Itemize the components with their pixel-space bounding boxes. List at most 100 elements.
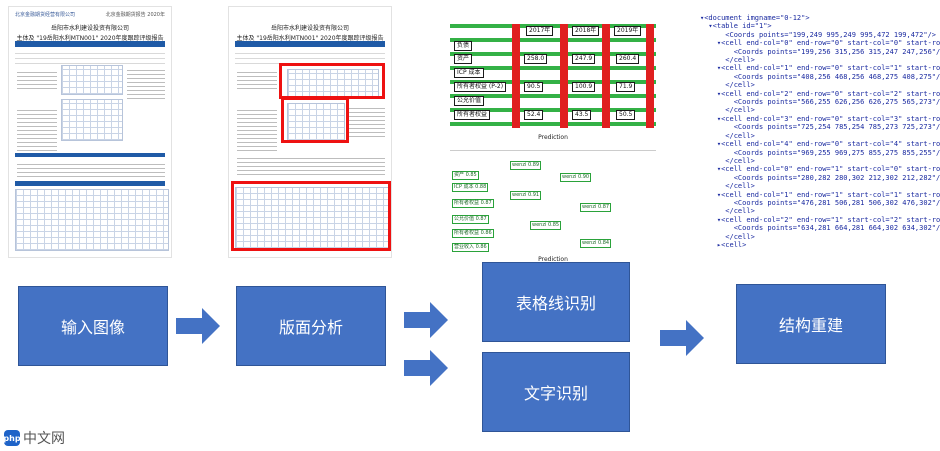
tl-cell: 所有者权益 (P-2) <box>454 82 507 92</box>
code-line: ▾<cell end-col="1" end-row="0" start-col… <box>700 64 940 73</box>
arrow-layout-to-table-line <box>404 302 448 338</box>
doc-left-text <box>17 69 57 89</box>
tl-cell: 71.9 <box>616 82 636 92</box>
code-line: ▾<cell end-col="1" end-row="1" start-col… <box>700 190 940 199</box>
tl-cell: 247.9 <box>572 54 596 64</box>
text-det-box: 营业收入 0.86 <box>452 243 489 252</box>
doc2-summary-rows <box>235 49 385 64</box>
code-line: </cell> <box>700 106 755 115</box>
code-line: <Coords points="408,256 468,256 468,275 … <box>700 72 940 81</box>
doc-small-table <box>61 65 123 95</box>
code-line: <Coords points="199,256 315,256 315,247 … <box>700 47 940 56</box>
tl-cell: 资产 <box>454 54 473 64</box>
text-det-box: wenzi 0.84 <box>580 239 612 248</box>
tl-cell: 52.4 <box>524 110 544 120</box>
php-logo-icon: php <box>3 430 21 446</box>
doc-summary-rows <box>15 49 165 64</box>
code-line: <Coords points="634,281 664,281 664,302 … <box>700 224 940 233</box>
input-document-thumbnail: 北京金融期货经营有限公司 北京金融期货报告 2020年 岳阳市水利建设投资有限公… <box>8 6 172 258</box>
code-line: ▸<cell> <box>700 240 747 249</box>
doc2-subtitle: 主体及 "19岳阳水利MTN001" 2020年度跟踪评级报告 <box>236 35 384 42</box>
doc-right-text <box>127 69 165 99</box>
tl-cell: 2018年 <box>572 26 600 36</box>
structure-xml-code: ▾<document imgname="0-12"> ▾<table id="1… <box>700 14 940 249</box>
text-det-box: wenzi 0.85 <box>530 221 562 230</box>
code-line: ▾<cell end-col="0" end-row="0" start-col… <box>700 39 940 48</box>
code-line: </cell> <box>700 131 755 140</box>
text-det-box: 所有者权益 0.87 <box>452 199 494 208</box>
code-line: <Coords points="280,282 280,302 212,302 … <box>700 173 940 182</box>
table-line-prediction: 2017年 2018年 2019年 负债 资产 ICP 成本 258.0 247… <box>450 24 656 132</box>
doc2-title: 岳阳市水利建设投资有限公司 <box>270 25 349 32</box>
text-det-box: wenzi 0.90 <box>560 173 592 182</box>
watermark: php 中文网 <box>3 428 65 448</box>
doc2-financial-table <box>235 187 389 249</box>
code-line: <Coords points="969,255 969,275 855,275 … <box>700 148 940 157</box>
doc-band-3 <box>15 181 165 186</box>
highlight-box-bottom <box>231 181 391 251</box>
code-line: <Coords points="566,255 626,256 626,275 … <box>700 98 940 107</box>
flow-box-text-recognition: 文字识别 <box>482 352 630 432</box>
doc-header-right: 北京金融期货报告 2020年 <box>105 12 165 18</box>
table-line-caption: Prediction <box>538 134 568 141</box>
highlight-box-middle <box>281 97 349 143</box>
layout-document-thumbnail: 岳阳市水利建设投资有限公司 主体及 "19岳阳水利MTN001" 2020年度跟… <box>228 6 392 258</box>
code-line: ▾<table id="1"> <box>700 22 772 31</box>
doc2-right-text <box>349 107 385 137</box>
code-line: </cell> <box>700 182 755 191</box>
doc-title: 岳阳市水利建设投资有限公司 <box>50 25 129 32</box>
tl-cell: 100.9 <box>572 82 596 92</box>
code-line: ▾<cell end-col="3" end-row="0" start-col… <box>700 114 940 123</box>
code-line: ▾<cell end-col="2" end-row="0" start-col… <box>700 89 940 98</box>
doc-financial-table <box>15 189 169 251</box>
flow-box-layout-analysis: 版面分析 <box>236 286 386 366</box>
tl-cell: 43.5 <box>572 110 592 120</box>
tl-cell: 2019年 <box>614 26 642 36</box>
text-recognition-caption: Prediction <box>538 256 568 263</box>
arrow-input-to-layout <box>176 308 220 344</box>
code-line: ▾<cell end-col="2" end-row="1" start-col… <box>700 215 940 224</box>
code-line: ▾<cell end-col="0" end-row="1" start-col… <box>700 165 940 174</box>
code-line: <Coords points="725,254 785,254 785,273 … <box>700 123 940 132</box>
code-line: </cell> <box>700 81 755 90</box>
flow-box-input-image: 输入图像 <box>18 286 168 366</box>
doc-header-left: 北京金融期货经营有限公司 <box>15 12 76 18</box>
tl-cell: ICP 成本 <box>454 68 484 78</box>
arrow-layout-to-text <box>404 350 448 386</box>
code-line: </cell> <box>700 156 755 165</box>
text-det-box: 公允价值 0.87 <box>452 215 489 224</box>
text-det-box: 所有者权益 0.86 <box>452 229 494 238</box>
code-line: ▾<cell end-col="4" end-row="0" start-col… <box>700 140 940 149</box>
doc-subtitle: 主体及 "19岳阳水利MTN001" 2020年度跟踪评级报告 <box>16 35 164 42</box>
tl-cell: 260.4 <box>616 54 640 64</box>
doc-rating-grid <box>61 99 123 141</box>
doc2-left-text <box>237 69 277 89</box>
tl-cell: 所有者权益 <box>454 110 491 120</box>
code-line: <Coords points="199,249 995,249 995,472 … <box>700 30 937 39</box>
tl-cell: 258.0 <box>524 54 548 64</box>
doc-band-2 <box>15 153 165 157</box>
text-det-box: 资产 0.85 <box>452 171 479 180</box>
code-line: ▾<document imgname="0-12"> <box>700 14 810 22</box>
code-line: </cell> <box>700 56 755 65</box>
doc2-band <box>235 41 385 47</box>
text-recognition-prediction: 资产 0.85 wenzi 0.89 ICP 成本 0.88 wenzi 0.9… <box>450 150 656 255</box>
doc-paragraph <box>17 161 165 177</box>
text-det-box: wenzi 0.91 <box>510 191 542 200</box>
text-det-box: wenzi 0.89 <box>510 161 542 170</box>
doc2-left-text-2 <box>237 107 277 151</box>
tl-cell: 公允价值 <box>454 96 485 106</box>
code-line: <Coords points="476,281 506,281 506,302 … <box>700 198 940 207</box>
tl-cell: 负债 <box>454 41 473 51</box>
code-line: </cell> <box>700 232 755 241</box>
tl-cell: 90.5 <box>524 82 544 92</box>
doc-left-text-2 <box>17 107 57 151</box>
code-line: </cell> <box>700 207 755 216</box>
tl-cell: 2017年 <box>526 26 554 36</box>
text-det-box: ICP 成本 0.88 <box>452 183 489 192</box>
doc-band <box>15 41 165 47</box>
highlight-box-top <box>279 63 385 99</box>
tl-cell: 50.5 <box>616 110 636 120</box>
doc2-paragraph <box>237 157 385 175</box>
arrow-to-structure-rebuild <box>660 320 704 356</box>
